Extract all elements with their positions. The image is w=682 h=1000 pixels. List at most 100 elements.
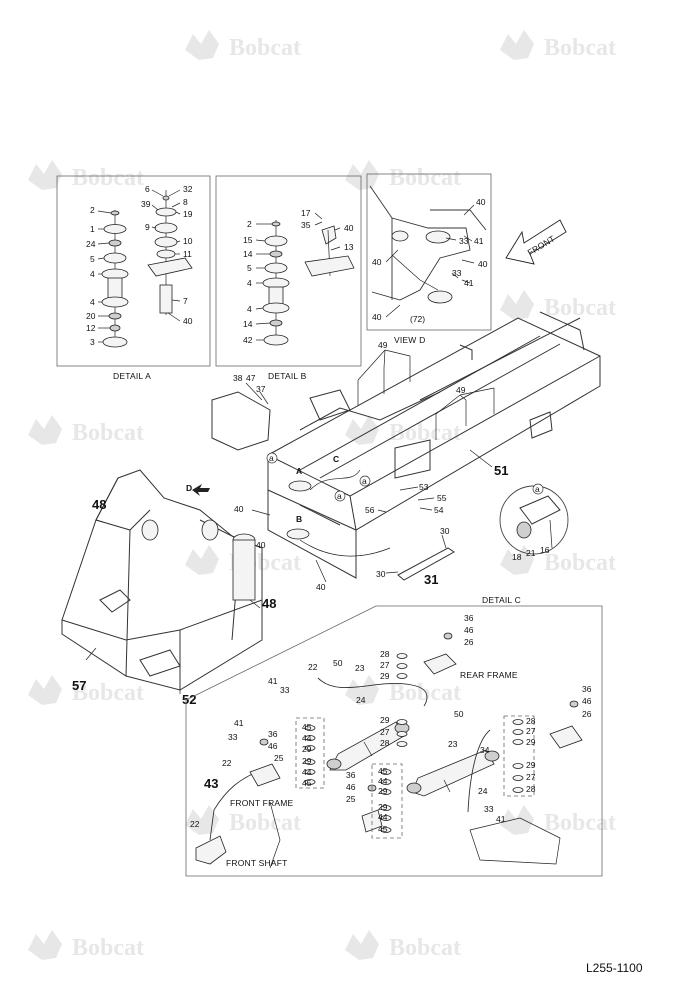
part-label: 50 [333, 658, 343, 668]
part-label: 29 [302, 756, 312, 766]
bobcat-logo-watermark: Bobcat [345, 930, 461, 961]
part-label: 27 [526, 772, 536, 782]
part-label: 40 [372, 257, 382, 267]
front-shaft-part [195, 835, 227, 865]
bobcat-logo-watermark: Bobcat [28, 160, 144, 191]
front-frame-outline [269, 801, 281, 869]
part-label: 42 [243, 335, 253, 345]
part-label: 45 [378, 824, 388, 834]
part-label: 28 [380, 738, 390, 748]
part-label: 26 [464, 637, 474, 647]
watermark-text: Bobcat [72, 935, 144, 961]
part-label: 27 [380, 727, 390, 737]
washer-stack-box [295, 717, 325, 789]
part-label: 54 [434, 505, 444, 515]
part-label: 20 [86, 311, 96, 321]
watermark-layer: Bobcat Bobcat Bobcat Bobcat Bobcat Bobca… [28, 30, 616, 961]
part-label: 29 [380, 715, 390, 725]
detail-c-labels: 36 46 26 41 33 22 50 23 28 27 29 24 45 4… [190, 613, 592, 834]
part-label: 18 [512, 552, 522, 562]
watermark-text: Bobcat [544, 810, 616, 836]
front-arrow-icon [505, 219, 567, 265]
part-label: 22 [190, 819, 200, 829]
part-label: 32 [183, 184, 193, 194]
cylinder-upper [326, 721, 410, 771]
detail-marker: C [333, 454, 339, 464]
callout-a-labels: a 16 18 21 [512, 483, 550, 562]
part-label: 30 [440, 526, 450, 536]
part-label: 44 [378, 812, 388, 822]
part-label: 41 [268, 676, 278, 686]
part-label: 4 [90, 297, 95, 307]
part-label: 46 [268, 741, 278, 751]
detail-a-left-stack [101, 210, 129, 348]
part-label: 24 [478, 786, 488, 796]
part-label: 57 [72, 678, 86, 693]
bobcat-logo-watermark: Bobcat [28, 930, 144, 961]
part-label: 15 [243, 235, 253, 245]
part-label: 40 [476, 197, 486, 207]
detail-a-labels: 2 1 24 5 4 4 20 12 3 6 32 39 8 19 9 10 1… [86, 184, 193, 347]
part-label: 10 [183, 236, 193, 246]
part-label: 52 [182, 692, 196, 707]
view-d-drawing [369, 185, 487, 304]
front-frame-drawing [61, 469, 263, 691]
part-label: 56 [365, 505, 375, 515]
bobcat-logo-watermark: Bobcat [345, 160, 461, 191]
washer-stack-box [371, 763, 403, 839]
main-letter-markers: D A C B a a a [186, 452, 371, 524]
detail-c-captions: REAR FRAME FRONT FRAME FRONT SHAFT [226, 670, 518, 868]
detail-a-caption: DETAIL A [113, 371, 151, 381]
bobcat-logo-watermark: Bobcat [500, 30, 616, 61]
part-label: 46 [582, 696, 592, 706]
part-label: 33 [452, 268, 462, 278]
watermark-text: Bobcat [229, 810, 301, 836]
part-label: 36 [346, 770, 356, 780]
watermark-text: Bobcat [544, 35, 616, 61]
part-label: 4 [247, 304, 252, 314]
part-label: 3 [90, 337, 95, 347]
part-label: 16 [540, 545, 550, 555]
part-label: 19 [183, 209, 193, 219]
watermark-text: Bobcat [72, 680, 144, 706]
callout-marker: a [269, 453, 274, 463]
part-label: 14 [243, 249, 253, 259]
drawing-number: L255-1100 [586, 961, 643, 975]
part-label: 38 [233, 373, 243, 383]
part-label: 22 [308, 662, 318, 672]
part-label: 39 [141, 199, 151, 209]
part-label: 5 [90, 254, 95, 264]
part-label: 46 [464, 625, 474, 635]
view-d-caption: VIEW D [394, 335, 425, 345]
part-label: 33 [280, 685, 290, 695]
main-leaders [85, 349, 495, 694]
part-label: 48 [262, 596, 276, 611]
bobcat-logo-watermark: Bobcat [500, 545, 616, 576]
bobcat-logo-watermark: Bobcat [345, 415, 461, 446]
part-label: 26 [582, 709, 592, 719]
detail-a-panel: 2 1 24 5 4 4 20 12 3 6 32 39 8 19 9 10 1… [56, 175, 211, 381]
part-label: 36 [582, 684, 592, 694]
part-label: 33 [484, 804, 494, 814]
cylinder-lower [406, 749, 500, 797]
part-label: 24 [356, 695, 366, 705]
main-labels: 49 38 47 37 49 51 53 55 54 56 40 40 30 3… [72, 340, 508, 707]
part-label: 47 [246, 373, 256, 383]
part-label: 40 [316, 582, 326, 592]
part-label: 21 [526, 548, 536, 558]
part-label: 36 [464, 613, 474, 623]
detail-marker: B [296, 514, 302, 524]
part-label: 25 [346, 794, 356, 804]
watermark-text: Bobcat [544, 550, 616, 576]
part-label: 22 [222, 758, 232, 768]
bobcat-logo-watermark: Bobcat [500, 290, 616, 321]
part-label: 46 [346, 782, 356, 792]
part-label: 23 [355, 663, 365, 673]
part-label: 49 [456, 385, 466, 395]
part-label: 13 [344, 242, 354, 252]
part-label: 55 [437, 493, 447, 503]
part-label: 29 [526, 760, 536, 770]
part-label: 43 [204, 776, 218, 791]
part-label: 45 [378, 766, 388, 776]
part-label: 5 [247, 263, 252, 273]
